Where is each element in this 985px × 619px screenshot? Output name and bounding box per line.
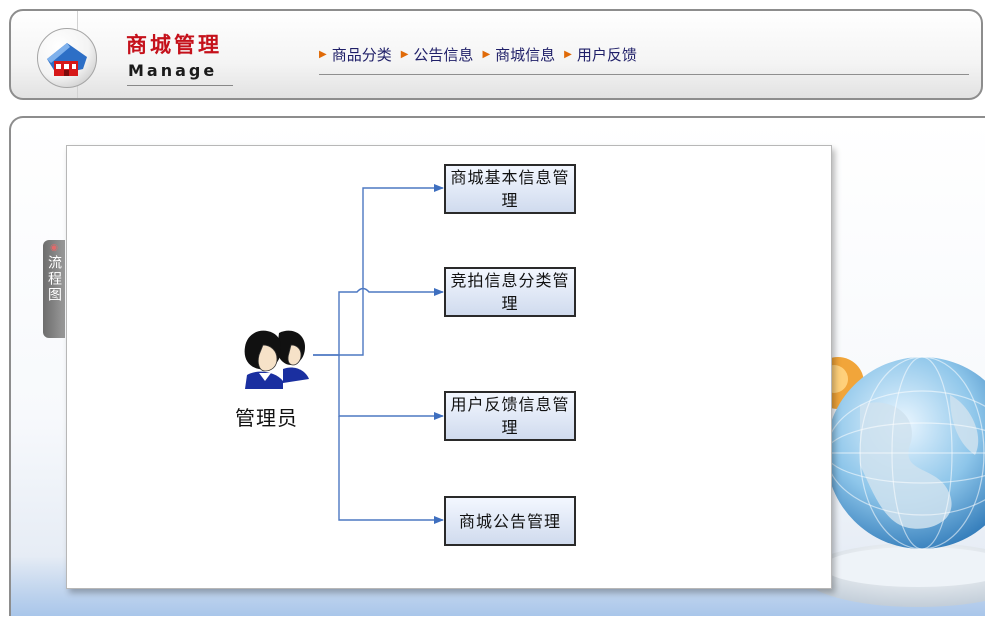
nav-underline [319, 74, 969, 75]
brand-title-cn: 商城管理 [126, 32, 222, 57]
nav-item-label: 商品分类 [331, 46, 392, 64]
nav-item-store-info[interactable]: ▶ 商城信息 [482, 44, 555, 65]
actor-label: 管理员 [235, 406, 298, 430]
nav-item-user-feedback[interactable]: ▶ 用户反馈 [564, 44, 637, 65]
nav-item-product-category[interactable]: ▶ 商品分类 [319, 44, 392, 65]
arrow-right-icon: ▶ [319, 49, 327, 60]
node-label: 竞拍信息分类管理 [450, 271, 570, 313]
shop-house-icon [47, 43, 87, 76]
header-bar: 商城管理 Manage ▶ 商品分类 ▶ 公告信息 ▶ 商城信息 ▶ 用户反馈 [9, 9, 983, 100]
node-store-basic-info: 商城基本信息管理 [444, 164, 576, 214]
node-label: 商城公告管理 [458, 511, 561, 531]
nav-item-label: 公告信息 [413, 46, 474, 64]
arrow-right-icon: ▶ [482, 49, 491, 60]
arrow-right-icon: ▶ [564, 49, 572, 60]
nav-item-label: 用户反馈 [576, 46, 637, 64]
tab-dot-icon: ◉ [50, 243, 58, 253]
node-auction-category: 竞拍信息分类管理 [444, 267, 576, 317]
flowchart-canvas: 管理员 商城基本信息管理 竞拍信息分类管理 用户反馈信息管理 商城公告管理 [66, 145, 832, 589]
side-tab-label: 流程图 [46, 255, 62, 303]
logo [37, 28, 97, 88]
top-nav: ▶ 商品分类 ▶ 公告信息 ▶ 商城信息 ▶ 用户反馈 [319, 44, 646, 65]
brand-underline [127, 85, 233, 86]
node-user-feedback: 用户反馈信息管理 [444, 391, 576, 441]
arrow-right-icon: ▶ [400, 49, 409, 60]
nav-item-announcements[interactable]: ▶ 公告信息 [401, 44, 474, 65]
brand-title-en: Manage [128, 61, 218, 80]
flowchart-connectors [313, 184, 444, 524]
node-label: 商城基本信息管理 [450, 168, 570, 210]
node-store-announcements: 商城公告管理 [444, 496, 576, 546]
users-icon [244, 330, 309, 389]
globe-icon [800, 335, 985, 619]
node-label: 用户反馈信息管理 [450, 395, 570, 437]
flowchart-side-tab[interactable]: ◉ 流程图 [43, 240, 65, 338]
nav-item-label: 商城信息 [495, 46, 556, 64]
